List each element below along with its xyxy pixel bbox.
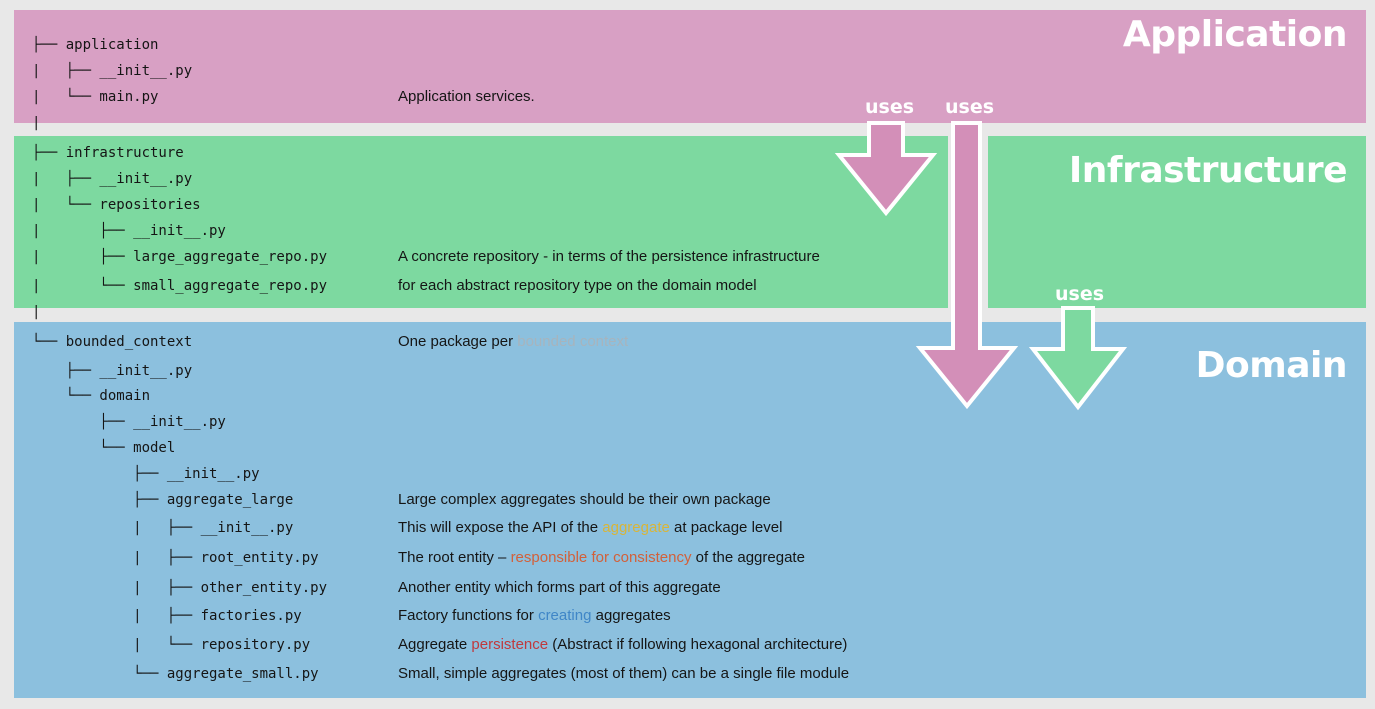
tree-entry: | — [32, 115, 41, 131]
tree-entry: | └── small_aggregate_repo.py — [32, 278, 328, 294]
highlighted-term: persistence — [471, 636, 549, 653]
uses-label-infra-domain: uses — [1055, 283, 1105, 305]
tree-entry: ├── __init__.py — [32, 466, 260, 482]
tree-entry: | ├── __init__.py — [32, 171, 193, 187]
highlighted-term: creating — [538, 607, 592, 624]
description-text: One package per — [398, 333, 518, 350]
tree-entry: | ├── factories.py — [32, 608, 302, 624]
domain-layer — [14, 322, 1366, 698]
highlighted-term: bounded context — [517, 333, 629, 350]
description-text: aggregates — [591, 607, 671, 624]
description-text: Aggregate — [398, 636, 472, 653]
tree-entry: ├── infrastructure — [32, 145, 184, 161]
tree-entry: └── bounded_context — [32, 334, 193, 350]
tree-entry-description: Large complex aggregates should be their… — [398, 491, 771, 508]
description-text: of the aggregate — [691, 549, 805, 566]
infrastructure-layer-right — [988, 136, 1366, 308]
uses-label-app-domain: uses — [945, 96, 995, 118]
tree-entry: | ├── __init__.py — [32, 223, 226, 239]
tree-entry-description: Factory functions for creating aggregate… — [398, 608, 671, 624]
application-layer — [14, 10, 1366, 123]
tree-entry: └── domain — [32, 388, 151, 404]
description-text: Factory functions for — [398, 607, 539, 624]
arrow-app-to-infra — [834, 121, 938, 217]
tree-entry: └── model — [32, 440, 176, 456]
tree-entry-description: Aggregate persistence (Abstract if follo… — [398, 637, 847, 653]
application-layer-title: Application — [1122, 14, 1348, 55]
infrastructure-layer-left — [14, 136, 948, 308]
tree-entry-description: Another entity which forms part of this … — [398, 579, 721, 596]
tree-entry: ├── __init__.py — [32, 414, 226, 430]
tree-entry-description: The root entity – responsible for consis… — [398, 550, 805, 566]
tree-entry: | — [32, 304, 41, 320]
description-text: The root entity – — [398, 549, 511, 566]
arrow-app-to-domain — [915, 121, 1019, 410]
tree-entry: | ├── root_entity.py — [32, 550, 319, 566]
highlighted-term: responsible for consistency — [510, 549, 692, 566]
tree-entry-description: Application services. — [398, 88, 535, 105]
tree-entry-description: for each abstract repository type on the… — [398, 277, 757, 294]
tree-entry-description: A concrete repository - in terms of the … — [398, 248, 820, 265]
tree-entry: └── aggregate_small.py — [32, 666, 319, 682]
tree-entry-description: Small, simple aggregates (most of them) … — [398, 665, 850, 682]
tree-entry-description: One package per bounded context — [398, 334, 628, 350]
description-text: This will expose the API of the — [398, 519, 603, 536]
tree-entry: ├── __init__.py — [32, 363, 193, 379]
tree-entry: ├── application — [32, 37, 159, 53]
domain-layer-title: Domain — [1195, 345, 1348, 386]
description-text: at package level — [669, 519, 783, 536]
tree-entry: | ├── large_aggregate_repo.py — [32, 249, 328, 265]
tree-entry: | ├── __init__.py — [32, 63, 193, 79]
uses-label-app-infra: uses — [865, 96, 915, 118]
infrastructure-layer-title: Infrastructure — [1068, 150, 1348, 191]
tree-entry: | └── repository.py — [32, 637, 311, 653]
tree-entry: ├── aggregate_large — [32, 492, 294, 508]
tree-entry: | ├── other_entity.py — [32, 580, 328, 596]
tree-entry-description: This will expose the API of the aggregat… — [398, 520, 782, 536]
tree-entry: | ├── __init__.py — [32, 520, 294, 536]
tree-entry: | └── repositories — [32, 197, 201, 213]
description-text: (Abstract if following hexagonal archite… — [548, 636, 848, 653]
arrow-infra-to-domain — [1028, 306, 1128, 411]
tree-entry: | └── main.py — [32, 89, 159, 105]
highlighted-term: aggregate — [602, 519, 670, 536]
